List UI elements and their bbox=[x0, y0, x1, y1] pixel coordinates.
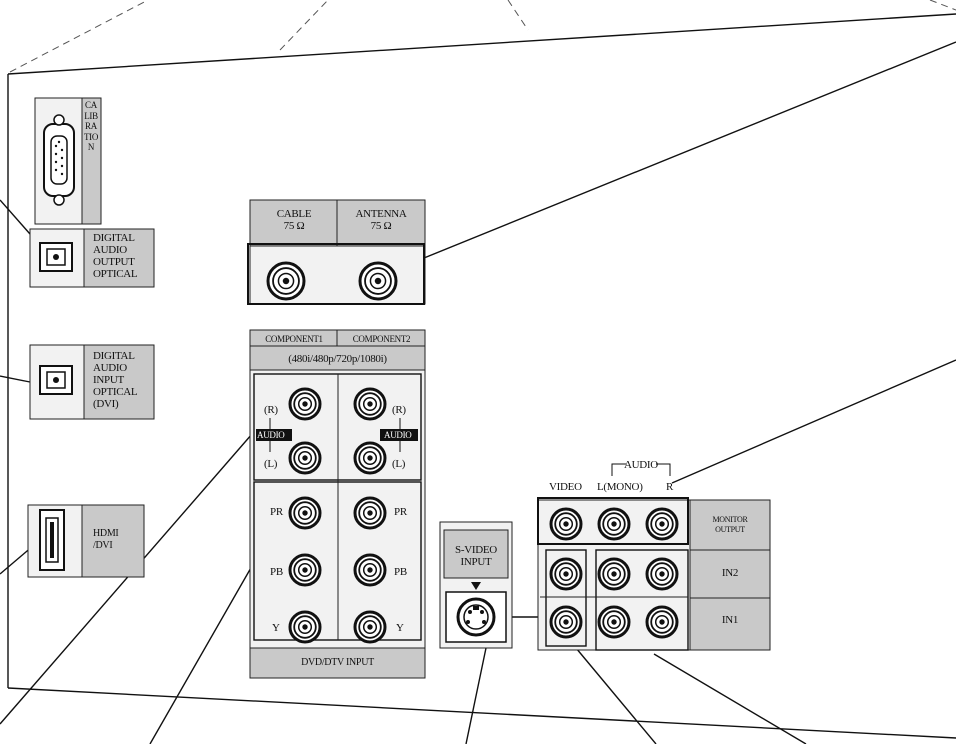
monitor-output-audio-r-jack bbox=[645, 507, 679, 541]
antenna-name: ANTENNA bbox=[355, 208, 407, 220]
calibration-label: CALIBRATION bbox=[83, 100, 99, 152]
audio-l-label-2: (L) bbox=[392, 458, 406, 470]
y-label-2: Y bbox=[396, 622, 404, 634]
in2-label: IN2 bbox=[721, 567, 739, 579]
av-r-label: R bbox=[666, 481, 674, 493]
in1-audio-l-jack bbox=[597, 605, 631, 639]
digital-audio-output-port bbox=[29, 228, 155, 288]
audio-bar-label-2: AUDIO bbox=[384, 430, 412, 440]
component-resolutions: (480i/480p/720p/1080i) bbox=[288, 353, 387, 365]
digital-audio-input-line-5: (DVI) bbox=[93, 398, 119, 410]
component1-audio-l-jack bbox=[288, 441, 322, 475]
audio-bar-label-1: AUDIO bbox=[257, 430, 285, 440]
component1-header: COMPONENT1 bbox=[265, 334, 323, 344]
digital-audio-input-line-4: OPTICAL bbox=[93, 386, 138, 398]
monitor-output-video-jack bbox=[549, 507, 583, 541]
hdmi-line-1: HDMI bbox=[93, 528, 119, 539]
cable-label: CABLE 75 Ω bbox=[252, 208, 336, 232]
digital-audio-input-line-2: AUDIO bbox=[93, 362, 127, 374]
digital-audio-output-line-3: OUTPUT bbox=[93, 256, 135, 268]
svideo-line-2: INPUT bbox=[460, 556, 492, 568]
in2-audio-r-jack bbox=[645, 557, 679, 591]
component1-pr-jack bbox=[288, 496, 322, 530]
audio-r-label-1: (R) bbox=[264, 404, 278, 416]
digital-audio-output-line-1: DIGITAL bbox=[93, 232, 135, 244]
digital-audio-input-port bbox=[29, 344, 155, 420]
component-footer: DVD/DTV INPUT bbox=[301, 657, 374, 668]
hdmi-port bbox=[27, 504, 145, 578]
component1-audio-r-jack bbox=[288, 387, 322, 421]
digital-audio-input-line-3: INPUT bbox=[93, 374, 124, 386]
av-lmono-label: L(MONO) bbox=[597, 481, 643, 493]
in2-audio-l-jack bbox=[597, 557, 631, 591]
antenna-f-connector bbox=[358, 261, 398, 301]
leader-lines bbox=[0, 41, 956, 744]
hdmi-label: HDMI/DVI bbox=[93, 528, 119, 552]
panel-outline bbox=[7, 13, 956, 739]
antenna-label: ANTENNA 75 Ω bbox=[338, 208, 424, 232]
in1-audio-r-jack bbox=[645, 605, 679, 639]
in1-video-jack bbox=[549, 605, 583, 639]
in2-video-jack bbox=[549, 557, 583, 591]
av-audio-header: AUDIO bbox=[624, 459, 658, 471]
pr-label-1: PR bbox=[270, 506, 283, 518]
component2-y-jack bbox=[353, 610, 387, 644]
monitor-output-line-2: OUTPUT bbox=[715, 525, 745, 534]
audio-l-label-1: (L) bbox=[264, 458, 278, 470]
component2-audio-l-jack bbox=[353, 441, 387, 475]
pb-label-1: PB bbox=[270, 566, 283, 578]
component2-pb-jack bbox=[353, 553, 387, 587]
component2-audio-r-jack bbox=[353, 387, 387, 421]
antenna-impedance: 75 Ω bbox=[370, 220, 392, 232]
cable-impedance: 75 Ω bbox=[283, 220, 305, 232]
cable-f-connector bbox=[266, 261, 306, 301]
rf-input-block bbox=[247, 199, 426, 305]
hdmi-line-2: /DVI bbox=[93, 540, 113, 551]
digital-audio-output-line-2: AUDIO bbox=[93, 244, 127, 256]
component1-pb-jack bbox=[288, 553, 322, 587]
audio-r-label-2: (R) bbox=[392, 404, 406, 416]
calibration-port bbox=[34, 97, 102, 225]
component2-pr-jack bbox=[353, 496, 387, 530]
cable-name: CABLE bbox=[276, 208, 312, 220]
svideo-line-1: S-VIDEO bbox=[455, 544, 497, 556]
svideo-block bbox=[439, 521, 513, 649]
rca-jacks bbox=[266, 261, 679, 644]
in1-label: IN1 bbox=[721, 614, 739, 626]
component-block bbox=[249, 329, 426, 679]
perspective-dashed-lines bbox=[9, 0, 956, 73]
component2-header: COMPONENT2 bbox=[352, 334, 411, 344]
digital-audio-input-line-1: DIGITAL bbox=[93, 350, 135, 362]
y-label-1: Y bbox=[272, 622, 280, 634]
digital-audio-output-line-4: OPTICAL bbox=[93, 268, 138, 280]
monitor-output-line-1: MONITOR bbox=[712, 515, 748, 524]
monitor-output-audio-l-jack bbox=[597, 507, 631, 541]
pr-label-2: PR bbox=[394, 506, 407, 518]
component1-y-jack bbox=[288, 610, 322, 644]
pb-label-2: PB bbox=[394, 566, 407, 578]
av-video-label: VIDEO bbox=[549, 481, 582, 493]
